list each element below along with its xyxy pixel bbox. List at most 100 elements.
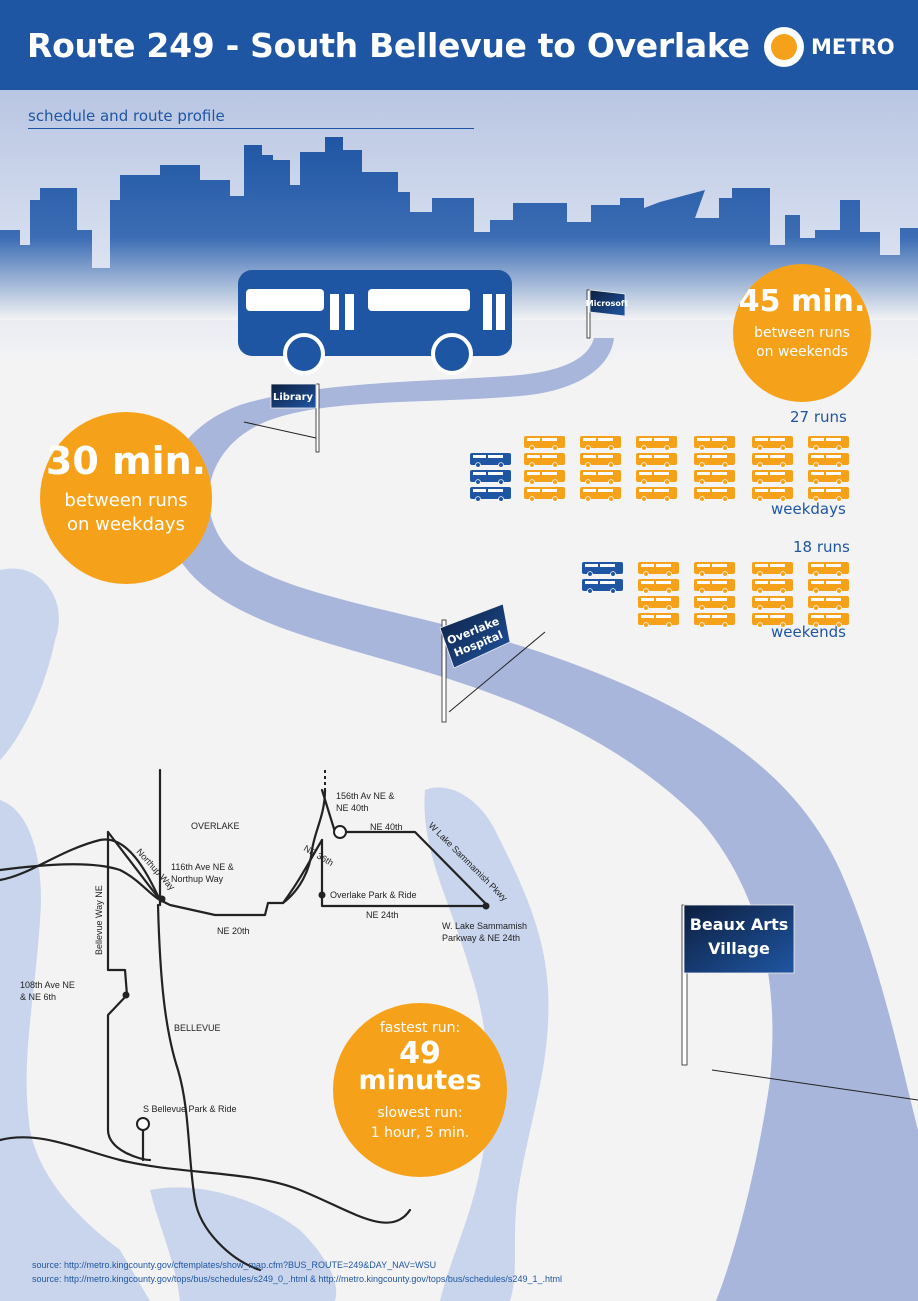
weekday-run-bus-icon (752, 453, 793, 468)
map-label-wls-pkwy: W Lake Sammamish Pkwy (427, 820, 510, 903)
weekday-headway-value: 30 min. (45, 439, 207, 483)
lake-washington-south (0, 800, 150, 1301)
metro-logo-text: METRO (811, 35, 895, 59)
header-bar: Route 249 - South Bellevue to Overlake M… (0, 0, 918, 90)
fastest-run-value: 49 (399, 1036, 441, 1071)
metro-logo: METRO (764, 27, 895, 67)
weekend-run-bus-icon (582, 579, 623, 594)
weekday-run-bus-icon (694, 487, 735, 502)
weekday-run-bus-icon (524, 487, 565, 502)
map-label-156th-2: NE 40th (336, 803, 369, 813)
map-label-overlake-pr: Overlake Park & Ride (330, 890, 417, 900)
map-stop-wls (482, 902, 490, 910)
map-stop-156th (333, 825, 347, 839)
bus-illustration (238, 270, 512, 375)
weekday-run-bus-icon (694, 453, 735, 468)
weekday-run-bus-icon (636, 436, 677, 451)
weekday-run-bus-icon (580, 487, 621, 502)
weekend-headway-line2: on weekends (756, 344, 848, 360)
map-road-i90 (0, 1136, 412, 1224)
weekday-run-bus-icon (524, 436, 565, 451)
weekday-run-bus-icon (470, 487, 511, 502)
map-label-bellevue: BELLEVUE (174, 1023, 221, 1033)
weekend-headway-bubble: 45 min. between runs on weekends (733, 264, 871, 402)
weekend-run-bus-icon (694, 613, 735, 628)
subtitle: schedule and route profile (28, 107, 225, 125)
weekday-runs-label: weekdays (771, 500, 846, 518)
flag-microsoft: Microsoft (586, 289, 628, 339)
weekend-run-bus-icon (808, 613, 849, 628)
map-road-156th (320, 838, 490, 908)
weekend-run-bus-icon (752, 562, 793, 577)
weekday-run-bus-icon (470, 453, 511, 468)
map-stop-108th (122, 991, 130, 999)
map-label-116th-2: Northup Way (171, 874, 224, 884)
map-label-116th-1: 116th Ave NE & (171, 862, 234, 872)
weekday-run-bus-icon (524, 453, 565, 468)
weekend-run-bus-icon (808, 562, 849, 577)
weekend-run-bus-icon (752, 596, 793, 611)
weekend-run-bus-icon (638, 596, 679, 611)
weekday-run-bus-icon (752, 470, 793, 485)
slowest-run-label: slowest run: (377, 1105, 463, 1121)
page-title: Route 249 - South Bellevue to Overlake (27, 26, 750, 65)
trip-time-bubble: fastest run: 49 minutes slowest run: 1 h… (333, 1003, 507, 1177)
city-skyline (0, 137, 918, 320)
flag-library-label: Library (273, 392, 314, 403)
map-label-ne20: NE 20th (217, 926, 250, 936)
mercer-slough (150, 1187, 337, 1301)
weekday-headway-bubble: 30 min. between runs on weekdays (40, 412, 212, 584)
map-road-i405-south (193, 1198, 262, 1272)
fastest-run-unit: minutes (358, 1065, 482, 1096)
weekday-run-bus-icon (580, 436, 621, 451)
map-label-s-bellevue-pr: S Bellevue Park & Ride (143, 1104, 237, 1114)
source-line-1: source: http://metro.kingcounty.gov/cfte… (32, 1260, 437, 1270)
map-label-wls-2: Parkway & NE 24th (442, 933, 520, 943)
map-label-overlake: OVERLAKE (191, 821, 240, 831)
map-road-ne40 (320, 788, 490, 908)
weekend-runs-count: 18 runs (793, 538, 850, 556)
map-road-i405 (156, 903, 197, 1202)
subtitle-divider (28, 128, 474, 129)
weekend-run-bus-icon (638, 579, 679, 594)
weekend-headway-line1: between runs (754, 325, 850, 341)
weekend-run-bus-icon (638, 613, 679, 628)
map-stop-overlake-pr (318, 891, 326, 899)
weekday-run-bus-icon (524, 470, 565, 485)
weekday-run-bus-icon (636, 487, 677, 502)
map-label-108th-2: & NE 6th (20, 992, 56, 1002)
weekend-run-bus-icon (752, 579, 793, 594)
weekday-run-bus-icon (752, 487, 793, 502)
weekend-run-bus-icon (808, 579, 849, 594)
flag-beaux-arts: Beaux Arts Village (681, 904, 918, 1101)
slowest-run-value: 1 hour, 5 min. (370, 1125, 470, 1141)
weekday-headway-line2: on weekdays (67, 514, 185, 535)
weekend-run-bus-icon (582, 562, 623, 577)
weekend-run-bus-icon (638, 562, 679, 577)
weekday-run-bus-icon (808, 470, 849, 485)
map-road-sr520 (0, 838, 162, 902)
weekday-run-bus-icon (694, 470, 735, 485)
flag-beaux-line1: Beaux Arts (690, 915, 789, 934)
map-stop-s-bellevue (136, 1117, 150, 1131)
weekday-runs-count: 27 runs (790, 408, 847, 426)
map-label-ne40: NE 40th (370, 822, 403, 832)
flag-beaux-line2: Village (708, 939, 770, 958)
weekday-run-bus-icon (580, 470, 621, 485)
weekend-headway-value: 45 min. (738, 284, 866, 319)
weekday-run-bus-icon (694, 436, 735, 451)
weekday-run-bus-icon (808, 453, 849, 468)
map-road-northup-east (0, 863, 162, 902)
weekend-run-bus-icon (752, 613, 793, 628)
weekend-run-bus-icon (808, 596, 849, 611)
map-label-156th-1: 156th Av NE & (336, 791, 394, 801)
weekday-run-bus-icon (808, 436, 849, 451)
fastest-run-label: fastest run: (379, 1020, 461, 1036)
map-stop-116th (158, 895, 166, 903)
weekday-run-bus-icon (470, 470, 511, 485)
